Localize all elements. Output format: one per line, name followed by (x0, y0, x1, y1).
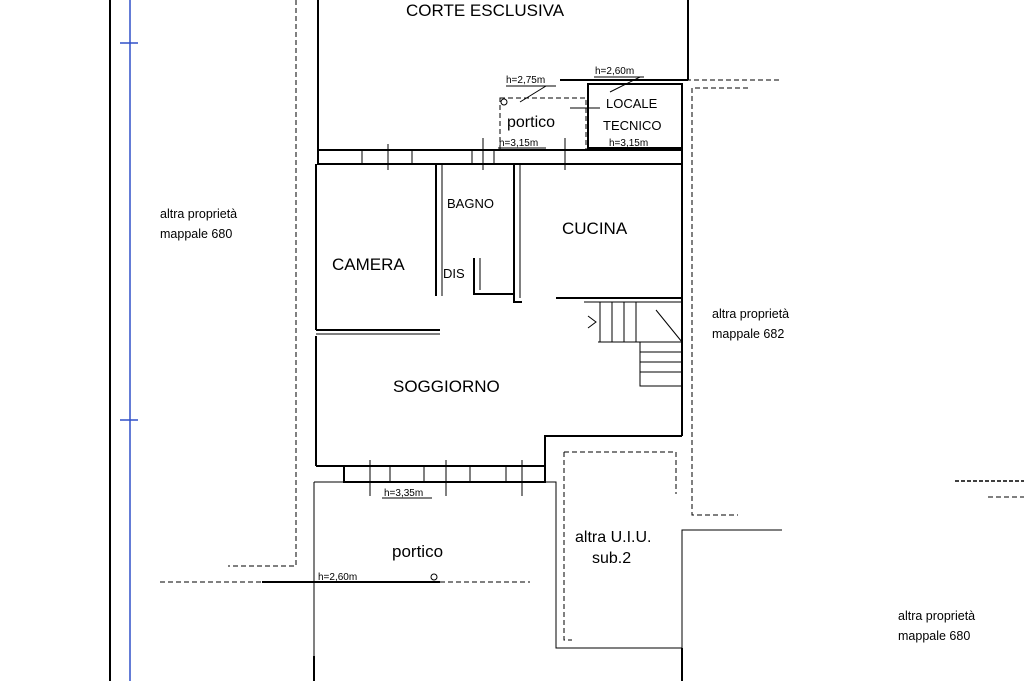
label-h-315-b: h=3,15m (609, 138, 648, 149)
label-tecnico: TECNICO (603, 118, 662, 133)
label-portico-bottom: portico (392, 542, 443, 561)
label-dis: DIS (443, 266, 465, 281)
label-neighbor-right-1: altra proprietà (712, 307, 789, 321)
property-boundaries (160, 0, 1024, 583)
label-camera: CAMERA (332, 255, 405, 274)
label-neighbor-left-2: mappale 680 (160, 227, 232, 241)
label-sub2: sub.2 (592, 550, 631, 567)
height-leaders (318, 76, 656, 583)
label-h-315-a: h=3,15m (499, 138, 538, 149)
label-neighbor-bottom-right-2: mappale 680 (898, 629, 970, 643)
label-corte-esclusiva: CORTE ESCLUSIVA (406, 1, 565, 20)
label-cucina: CUCINA (562, 219, 628, 238)
label-h-260-bottom: h=2,60m (318, 572, 357, 583)
portico-top-outline (499, 97, 587, 151)
label-h-275: h=2,75m (506, 75, 545, 86)
altra-uiu-outline (563, 452, 782, 681)
label-altra-uiu: altra U.I.U. (575, 529, 651, 546)
column-marker-top (500, 98, 508, 106)
label-bagno: BAGNO (447, 196, 494, 211)
label-locale: LOCALE (606, 96, 658, 111)
label-neighbor-right-2: mappale 682 (712, 327, 784, 341)
room-walls (315, 164, 683, 482)
label-h-335: h=3,35m (384, 488, 423, 499)
lower-band-wall (343, 460, 546, 496)
label-neighbor-left-1: altra proprietà (160, 207, 237, 221)
label-neighbor-bottom-right-1: altra proprietà (898, 609, 975, 623)
label-portico-top: portico (507, 114, 555, 131)
label-h-260-top: h=2,60m (595, 66, 634, 77)
label-soggiorno: SOGGIORNO (393, 377, 500, 396)
staircase (584, 301, 683, 387)
courtyard-walls (317, 0, 689, 150)
